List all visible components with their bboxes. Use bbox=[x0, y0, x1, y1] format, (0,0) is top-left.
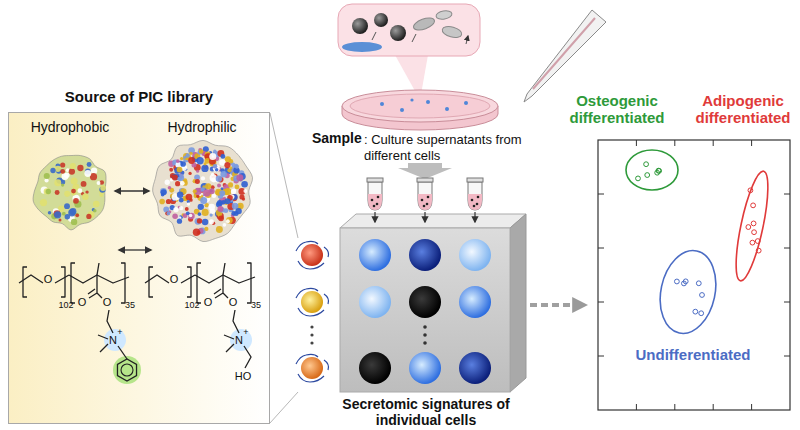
chem-label: 35 bbox=[251, 301, 261, 311]
cluster: Undifferentiated bbox=[628, 236, 758, 370]
chem-label: O bbox=[44, 273, 53, 285]
pic-icon bbox=[296, 354, 329, 382]
library-illustration bbox=[9, 113, 271, 425]
sample-label: Sample bbox=[312, 131, 362, 146]
node-title: Osteogenic differentiated bbox=[552, 92, 682, 127]
node-title: Secretomic signatures of individual cell… bbox=[320, 396, 532, 428]
chem-label: O bbox=[204, 296, 213, 308]
chem-label: 102 bbox=[58, 301, 73, 311]
chem-label: O bbox=[103, 296, 112, 308]
node-title: Adipogenic differentiated bbox=[690, 92, 796, 127]
chem-label: O bbox=[170, 273, 179, 285]
property-label: Hydrophilic bbox=[167, 120, 236, 135]
chem-label: HO bbox=[235, 370, 252, 382]
sample-label: : Culture supernatants from different ce… bbox=[364, 132, 524, 163]
chem-label: N bbox=[109, 334, 117, 346]
tube bbox=[417, 178, 433, 210]
node-title: Undifferentiated bbox=[628, 346, 758, 363]
pic-icon bbox=[296, 288, 329, 316]
node-title: Source of PIC library bbox=[9, 88, 269, 105]
cluster: Osteogenic differentiated bbox=[552, 88, 682, 218]
property-label: Hydrophobic bbox=[31, 120, 110, 135]
cluster: Adipogenic differentiated bbox=[690, 88, 796, 328]
chem-label: 35 bbox=[125, 301, 135, 311]
chem-label: N bbox=[235, 334, 243, 346]
signature-array: Secretomic signatures of individual cell… bbox=[320, 208, 532, 430]
chem-label: + bbox=[117, 328, 122, 338]
library-panel: Source of PIC library bbox=[8, 112, 270, 424]
tube bbox=[367, 178, 383, 210]
chem-label: + bbox=[243, 328, 248, 338]
pic-icon bbox=[296, 241, 329, 269]
tube bbox=[467, 178, 483, 210]
chem-label: 102 bbox=[184, 301, 199, 311]
chem-label: O bbox=[229, 296, 238, 308]
chem-label: O bbox=[78, 296, 87, 308]
